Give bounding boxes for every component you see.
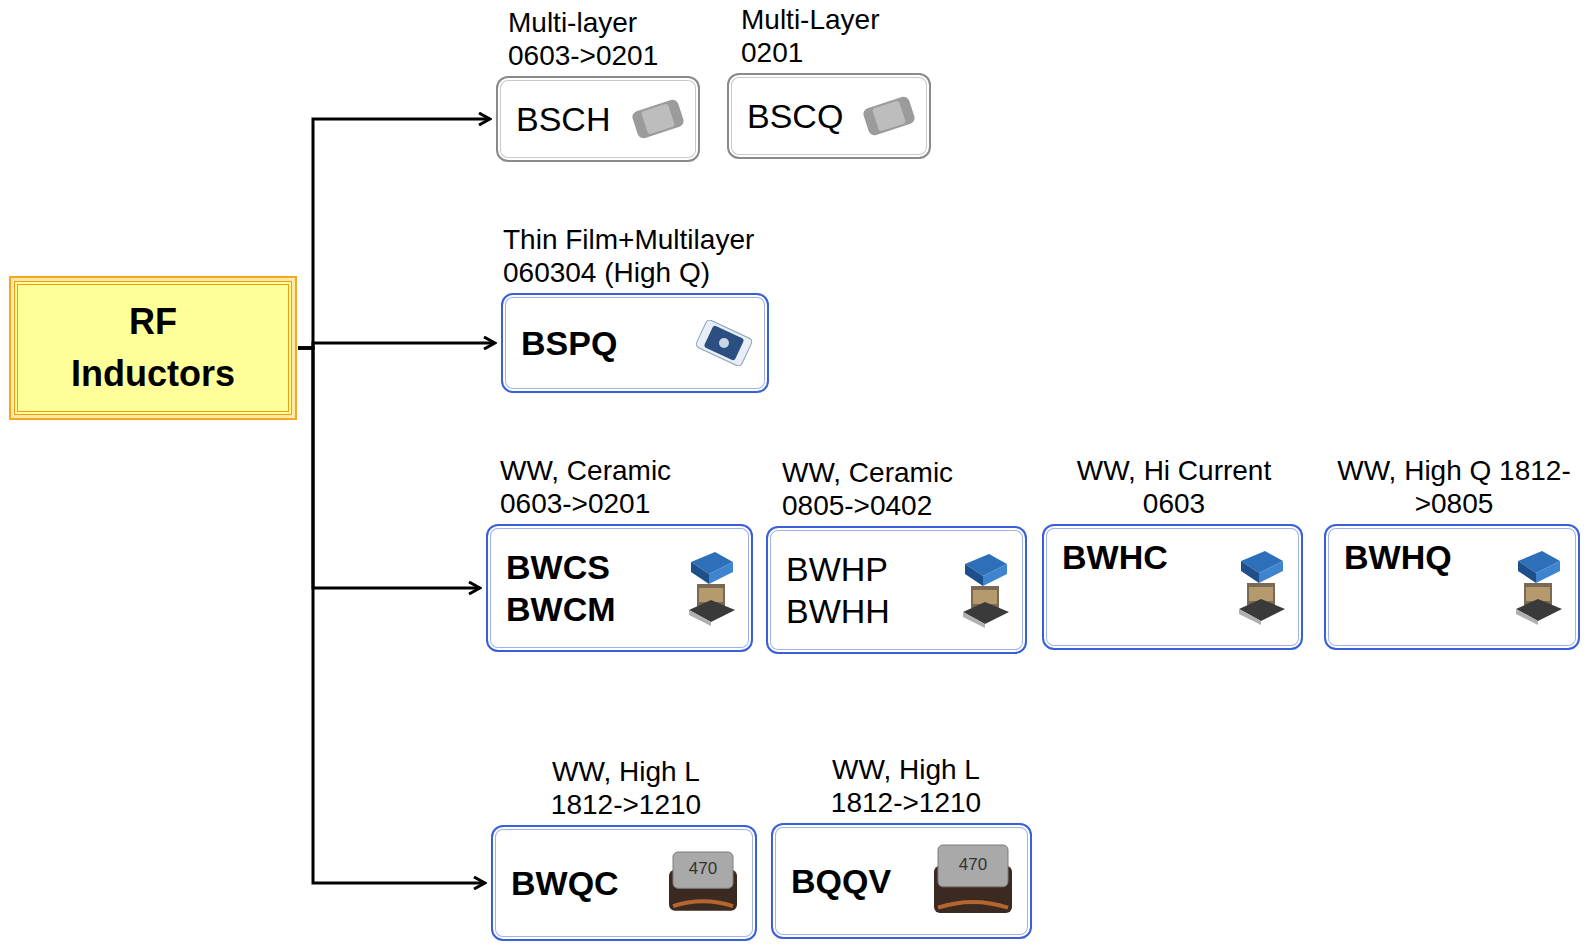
series-description: WW, High L 1812->1210 <box>793 753 1019 820</box>
part-number: BSCQ <box>747 95 843 138</box>
product-box: Multi-Layer 0201BSCQ <box>727 73 931 159</box>
part-number: BWHC <box>1062 536 1168 579</box>
part-number: BWHP BWHH <box>786 548 916 633</box>
series-description: Thin Film+Multilayer 060304 (High Q) <box>503 223 803 290</box>
inductor-picture <box>685 548 737 628</box>
series-description: WW, Hi Current 0603 <box>1054 454 1294 521</box>
part-number: BSPQ <box>521 322 617 365</box>
series-description: WW, Ceramic 0603->0201 <box>500 454 750 521</box>
product-box: WW, High L 1812->1210BWQC470 <box>491 825 757 941</box>
inductor-picture <box>632 99 684 139</box>
part-number: BWQC <box>511 862 619 905</box>
root-title: RF Inductors <box>53 296 253 400</box>
product-box: Multi-layer 0603->0201BSCH <box>496 76 700 162</box>
part-number: BWCS BWCM <box>506 546 636 631</box>
inductor-picture <box>930 843 1016 919</box>
series-description: Multi-Layer 0201 <box>741 3 911 70</box>
branch-arrow <box>298 348 485 883</box>
series-description: Multi-layer 0603->0201 <box>508 6 698 73</box>
product-box: WW, High L 1812->1210BQQV470 <box>771 823 1032 939</box>
inductor-picture <box>695 320 753 366</box>
branch-arrow <box>298 343 495 348</box>
inductor-picture <box>863 96 915 136</box>
product-box: WW, Ceramic 0603->0201BWCS BWCM <box>486 524 753 652</box>
inductance-marking: 470 <box>673 859 733 879</box>
product-box: WW, High Q 1812->0805BWHQ <box>1324 524 1580 650</box>
series-description: WW, High Q 1812->0805 <box>1326 454 1582 521</box>
product-box: Thin Film+Multilayer 060304 (High Q)BSPQ <box>501 293 769 393</box>
branch-arrow <box>298 348 480 588</box>
inductance-marking: 470 <box>938 855 1008 875</box>
series-description: WW, High L 1812->1210 <box>513 755 739 822</box>
part-number: BQQV <box>791 860 891 903</box>
product-box: WW, Ceramic 0805->0402BWHP BWHH <box>766 526 1027 654</box>
product-box: WW, Hi Current 0603BWHC <box>1042 524 1303 650</box>
part-number: BWHQ <box>1344 536 1452 579</box>
inductor-picture <box>1235 547 1287 627</box>
inductor-picture <box>959 550 1011 630</box>
series-description: WW, Ceramic 0805->0402 <box>782 456 1002 523</box>
branch-arrow <box>298 119 490 348</box>
root-box: RF Inductors <box>14 281 292 415</box>
inductor-picture <box>1512 547 1564 627</box>
part-number: BSCH <box>516 98 610 141</box>
